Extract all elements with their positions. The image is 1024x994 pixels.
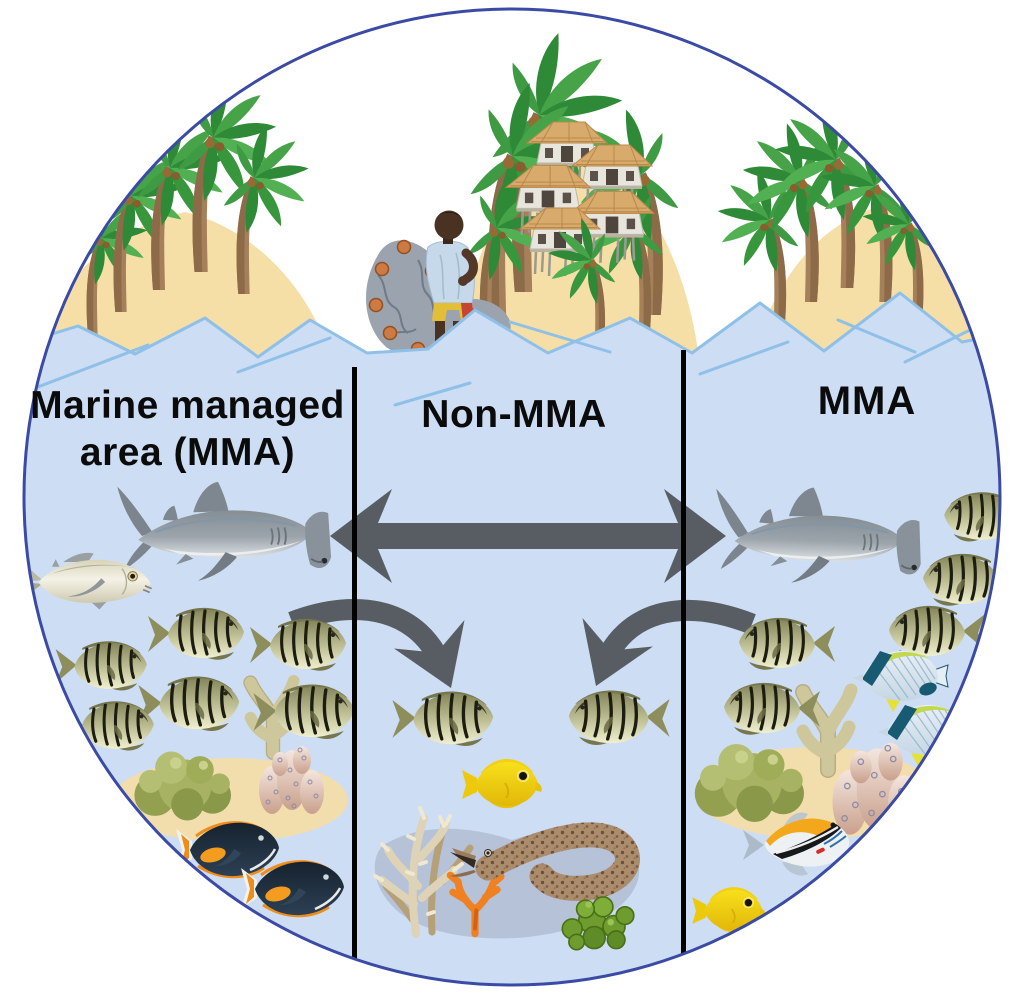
zone-label-right-text: MMA [817, 379, 917, 423]
fisher-figure [366, 210, 511, 357]
zone-label-right: MMA [772, 377, 962, 425]
zone-divider-left [352, 367, 357, 962]
zone-divider-right [681, 350, 686, 960]
zone-label-left-line1: Marine managed [30, 384, 345, 427]
spillover-arrow-right [560, 600, 756, 701]
zone-label-center: Non-MMA [400, 392, 628, 439]
zone-label-center-text: Non-MMA [421, 393, 607, 436]
zone-label-left: Marine managed area (MMA) [25, 383, 350, 477]
circle-frame [22, 7, 1002, 987]
moray-eel [450, 822, 640, 901]
zone-label-left-line2: area (MMA) [79, 430, 296, 474]
wave-lines [28, 318, 970, 407]
rocky-patch [374, 828, 640, 939]
shark-movement-double-arrow [330, 489, 726, 583]
spillover-arrow-left [288, 598, 487, 703]
